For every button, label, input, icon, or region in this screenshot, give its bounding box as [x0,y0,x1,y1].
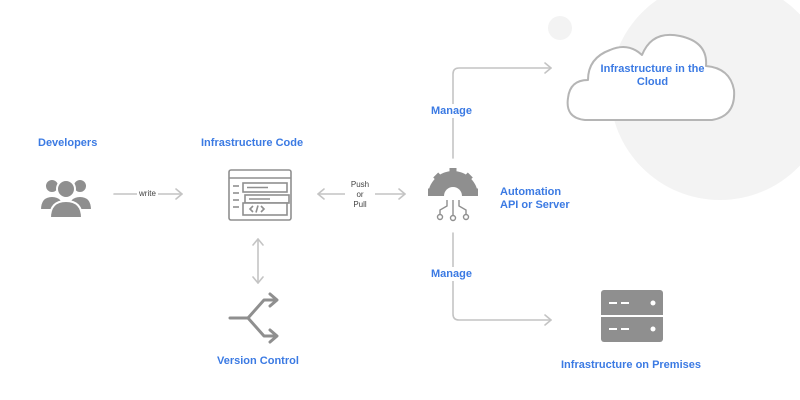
cloud-label-line1: Infrastructure in the [600,63,705,75]
developers-label: Developers [38,137,98,149]
version-control-label: Version Control [217,355,299,367]
git-branch-icon [228,292,279,344]
automation-label: Automation API or Server [500,186,570,212]
cloud-label: Infrastructure in the Cloud [585,63,720,89]
infrastructure-code-label: Infrastructure Code [201,137,304,149]
arrows [113,62,552,326]
gear-icon [428,168,478,222]
code-window-icon [228,169,292,221]
arrow-manage-cloud [452,67,552,159]
or-label: or [356,190,364,199]
users-icon [38,178,94,219]
server-icon [601,290,663,342]
on-premises-label: Infrastructure on Premises [561,359,701,371]
arrow-manage-premises [452,232,552,321]
automation-label-line1: Automation [500,186,562,198]
manage-top-label: Manage [431,104,472,118]
manage-bottom-label: Manage [431,267,472,281]
push-label: Push [350,180,370,189]
pull-label: Pull [353,200,367,209]
cloud-label-line2: Cloud [636,76,669,88]
automation-label-line2: API or Server [500,199,570,211]
cloud-icon [566,33,736,121]
write-label: write [137,189,158,198]
push-or-pull-label: Push or Pull [345,180,375,210]
